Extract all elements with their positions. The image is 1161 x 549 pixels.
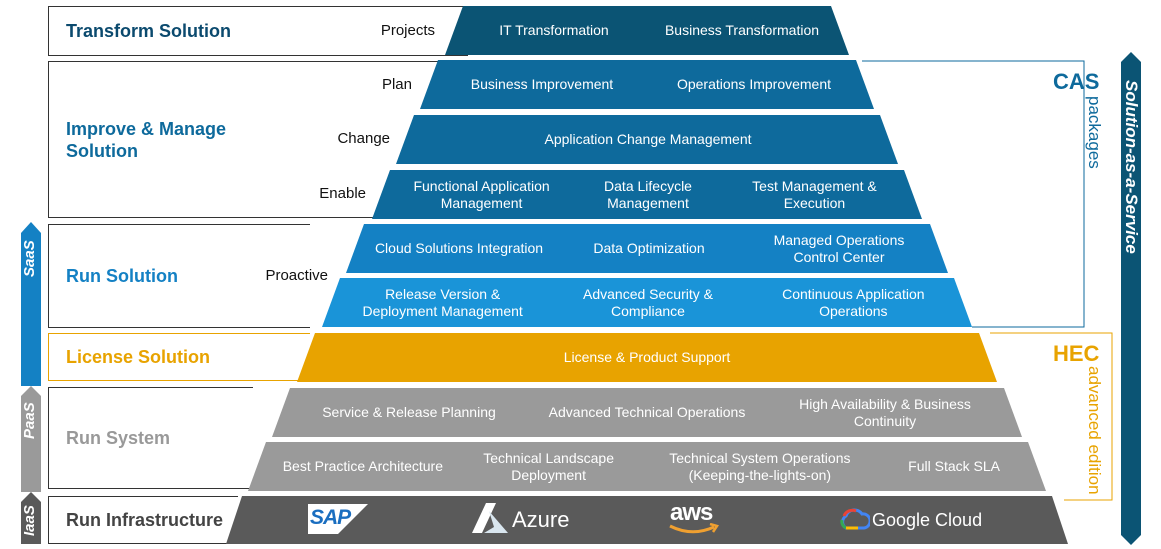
iaas-label: IaaS xyxy=(21,505,38,537)
layer-item: Operations Improvement xyxy=(676,76,832,92)
layer-item: Advanced Security & Compliance xyxy=(583,285,713,319)
label-change: Change xyxy=(337,130,390,147)
label-plan: Plan xyxy=(381,76,412,93)
sap-logo-text: SAP xyxy=(310,506,351,529)
hec-frame xyxy=(990,332,1113,501)
solution-service-arrow-shape xyxy=(1121,52,1141,545)
layer-item: Data Optimization xyxy=(593,240,705,256)
layer-item: Technical System Operations (Keeping-the… xyxy=(669,449,851,483)
aws-smile-icon xyxy=(669,523,719,534)
layer-item: Full Stack SLA xyxy=(908,458,1000,474)
category-box-run-system xyxy=(48,387,253,489)
paas-arrow-shape xyxy=(21,386,41,492)
label-proactive: Proactive xyxy=(265,267,328,284)
saas-arrow-shape xyxy=(21,222,41,386)
category-license: License Solution xyxy=(66,347,211,367)
layer-plan-shape xyxy=(420,60,874,109)
paas-label: PaaS xyxy=(21,402,38,440)
aws-logo-text: aws xyxy=(670,499,713,526)
google-cloud-icon xyxy=(840,508,870,530)
category-box-transform xyxy=(48,6,468,56)
category-improve: Improve & Manage Solution xyxy=(66,119,227,161)
layer-item: Business Improvement xyxy=(470,76,614,92)
cas-sub-label: packages xyxy=(1085,96,1104,169)
layer-item: License & Product Support xyxy=(563,349,731,365)
category-run-infrastructure: Run Infrastructure xyxy=(66,510,224,530)
saas-label: SaaS xyxy=(21,240,38,278)
layer-change: Application Change Management xyxy=(412,115,884,164)
google-cloud-logo-text: Google Cloud xyxy=(872,510,983,530)
layer-item: Application Change Management xyxy=(544,131,752,147)
layer-proactive2: Release Version & Deployment Management … xyxy=(340,278,956,327)
layer-plan: Business Improvement Operations Improvem… xyxy=(436,60,860,109)
hec-sub-label: advanced edition xyxy=(1085,366,1104,495)
layer-transform: IT Transformation Business Transformatio… xyxy=(460,6,836,55)
solution-service-label: Solution-as-a-Service xyxy=(1122,80,1141,254)
layer-system1: Service & Release Planning Advanced Tech… xyxy=(290,388,1004,437)
cas-label: CAS xyxy=(1053,69,1100,94)
iaas-arrow-shape xyxy=(21,492,41,544)
layer-item: Release Version & Deployment Management xyxy=(362,285,523,319)
layer-item: IT Transformation xyxy=(499,22,609,38)
layer-item: Cloud Solutions Integration xyxy=(374,240,544,256)
layer-item: Data Lifecycle Management xyxy=(604,177,692,211)
layer-item: High Availability & Business Continuity xyxy=(799,395,971,429)
hec-label: HEC xyxy=(1053,341,1100,366)
layer-system2: Best Practice Architecture Technical Lan… xyxy=(270,442,1030,491)
layer-infrastructure-shape xyxy=(226,496,1068,544)
layer-proactive1: Cloud Solutions Integration Data Optimiz… xyxy=(364,224,934,273)
category-transform: Transform Solution xyxy=(66,21,232,41)
layer-system2-shape xyxy=(248,442,1046,491)
layer-item: Managed Operations Control Center xyxy=(773,231,905,265)
layer-item: Business Transformation xyxy=(664,22,820,38)
layer-transform-shape xyxy=(445,6,849,55)
layer-item: Best Practice Architecture xyxy=(282,458,444,474)
azure-logo-text: Azure xyxy=(512,507,570,532)
category-run-system: Run System xyxy=(66,428,171,448)
category-box-license xyxy=(48,333,310,381)
sap-logo-icon xyxy=(308,504,368,534)
category-box-run-infrastructure xyxy=(48,496,238,544)
label-projects: Projects xyxy=(380,22,435,39)
layer-change-shape xyxy=(396,115,898,164)
category-run-solution: Run Solution xyxy=(66,266,178,286)
layer-item: Technical Landscape Deployment xyxy=(483,449,614,483)
layer-enable-shape xyxy=(372,170,922,219)
layer-system1-shape xyxy=(272,388,1022,437)
cas-frame xyxy=(862,60,1085,328)
layer-license: License & Product Support xyxy=(315,333,979,382)
layer-item: Service & Release Planning xyxy=(322,404,496,420)
layer-item: Continuous Application Operations xyxy=(782,285,925,319)
label-enable: Enable xyxy=(319,185,366,202)
layer-proactive2-shape xyxy=(322,278,972,327)
layer-item: Functional Application Management xyxy=(413,177,550,211)
layer-item: Test Management & Execution xyxy=(752,177,877,211)
layer-item: Advanced Technical Operations xyxy=(548,404,746,420)
layer-proactive1-shape xyxy=(346,224,948,273)
layer-enable: Functional Application Management Data L… xyxy=(390,170,906,219)
layer-license-shape xyxy=(297,333,997,382)
azure-logo-icon xyxy=(472,503,508,533)
category-box-run-solution xyxy=(48,224,310,328)
